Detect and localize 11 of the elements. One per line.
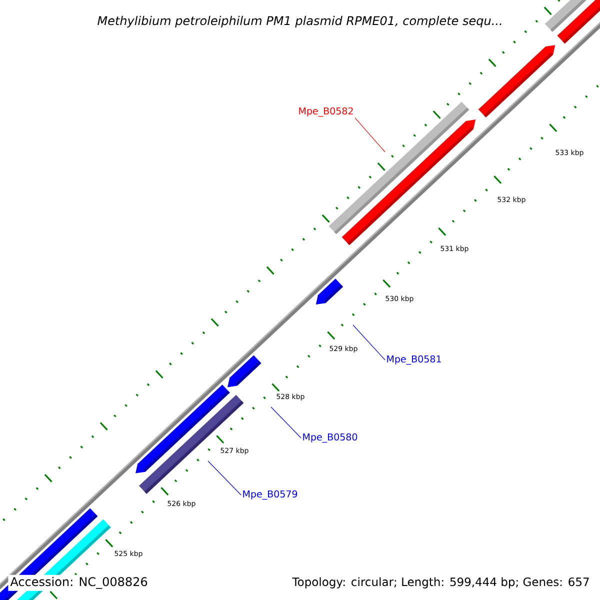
leader-line bbox=[352, 324, 386, 360]
gene-label: Mpe_B0581 bbox=[387, 355, 441, 365]
gene-label: Mpe_B0579 bbox=[243, 490, 298, 500]
genome-info-text: Topology: circular; Length: 599,444 bp; Genes: 657 bbox=[290, 575, 592, 590]
leader-line bbox=[354, 118, 386, 152]
title: Methylibium petroleiphilum PM1 plasmid RPME01, complete sequ... bbox=[98, 16, 502, 28]
leader-line bbox=[270, 406, 302, 438]
accession-text: Accession: NC_008826 bbox=[8, 574, 150, 591]
gene-label: Mpe_B0580 bbox=[303, 433, 358, 443]
gene-label: Mpe_B0582 bbox=[299, 107, 353, 117]
leader-line bbox=[208, 460, 242, 496]
